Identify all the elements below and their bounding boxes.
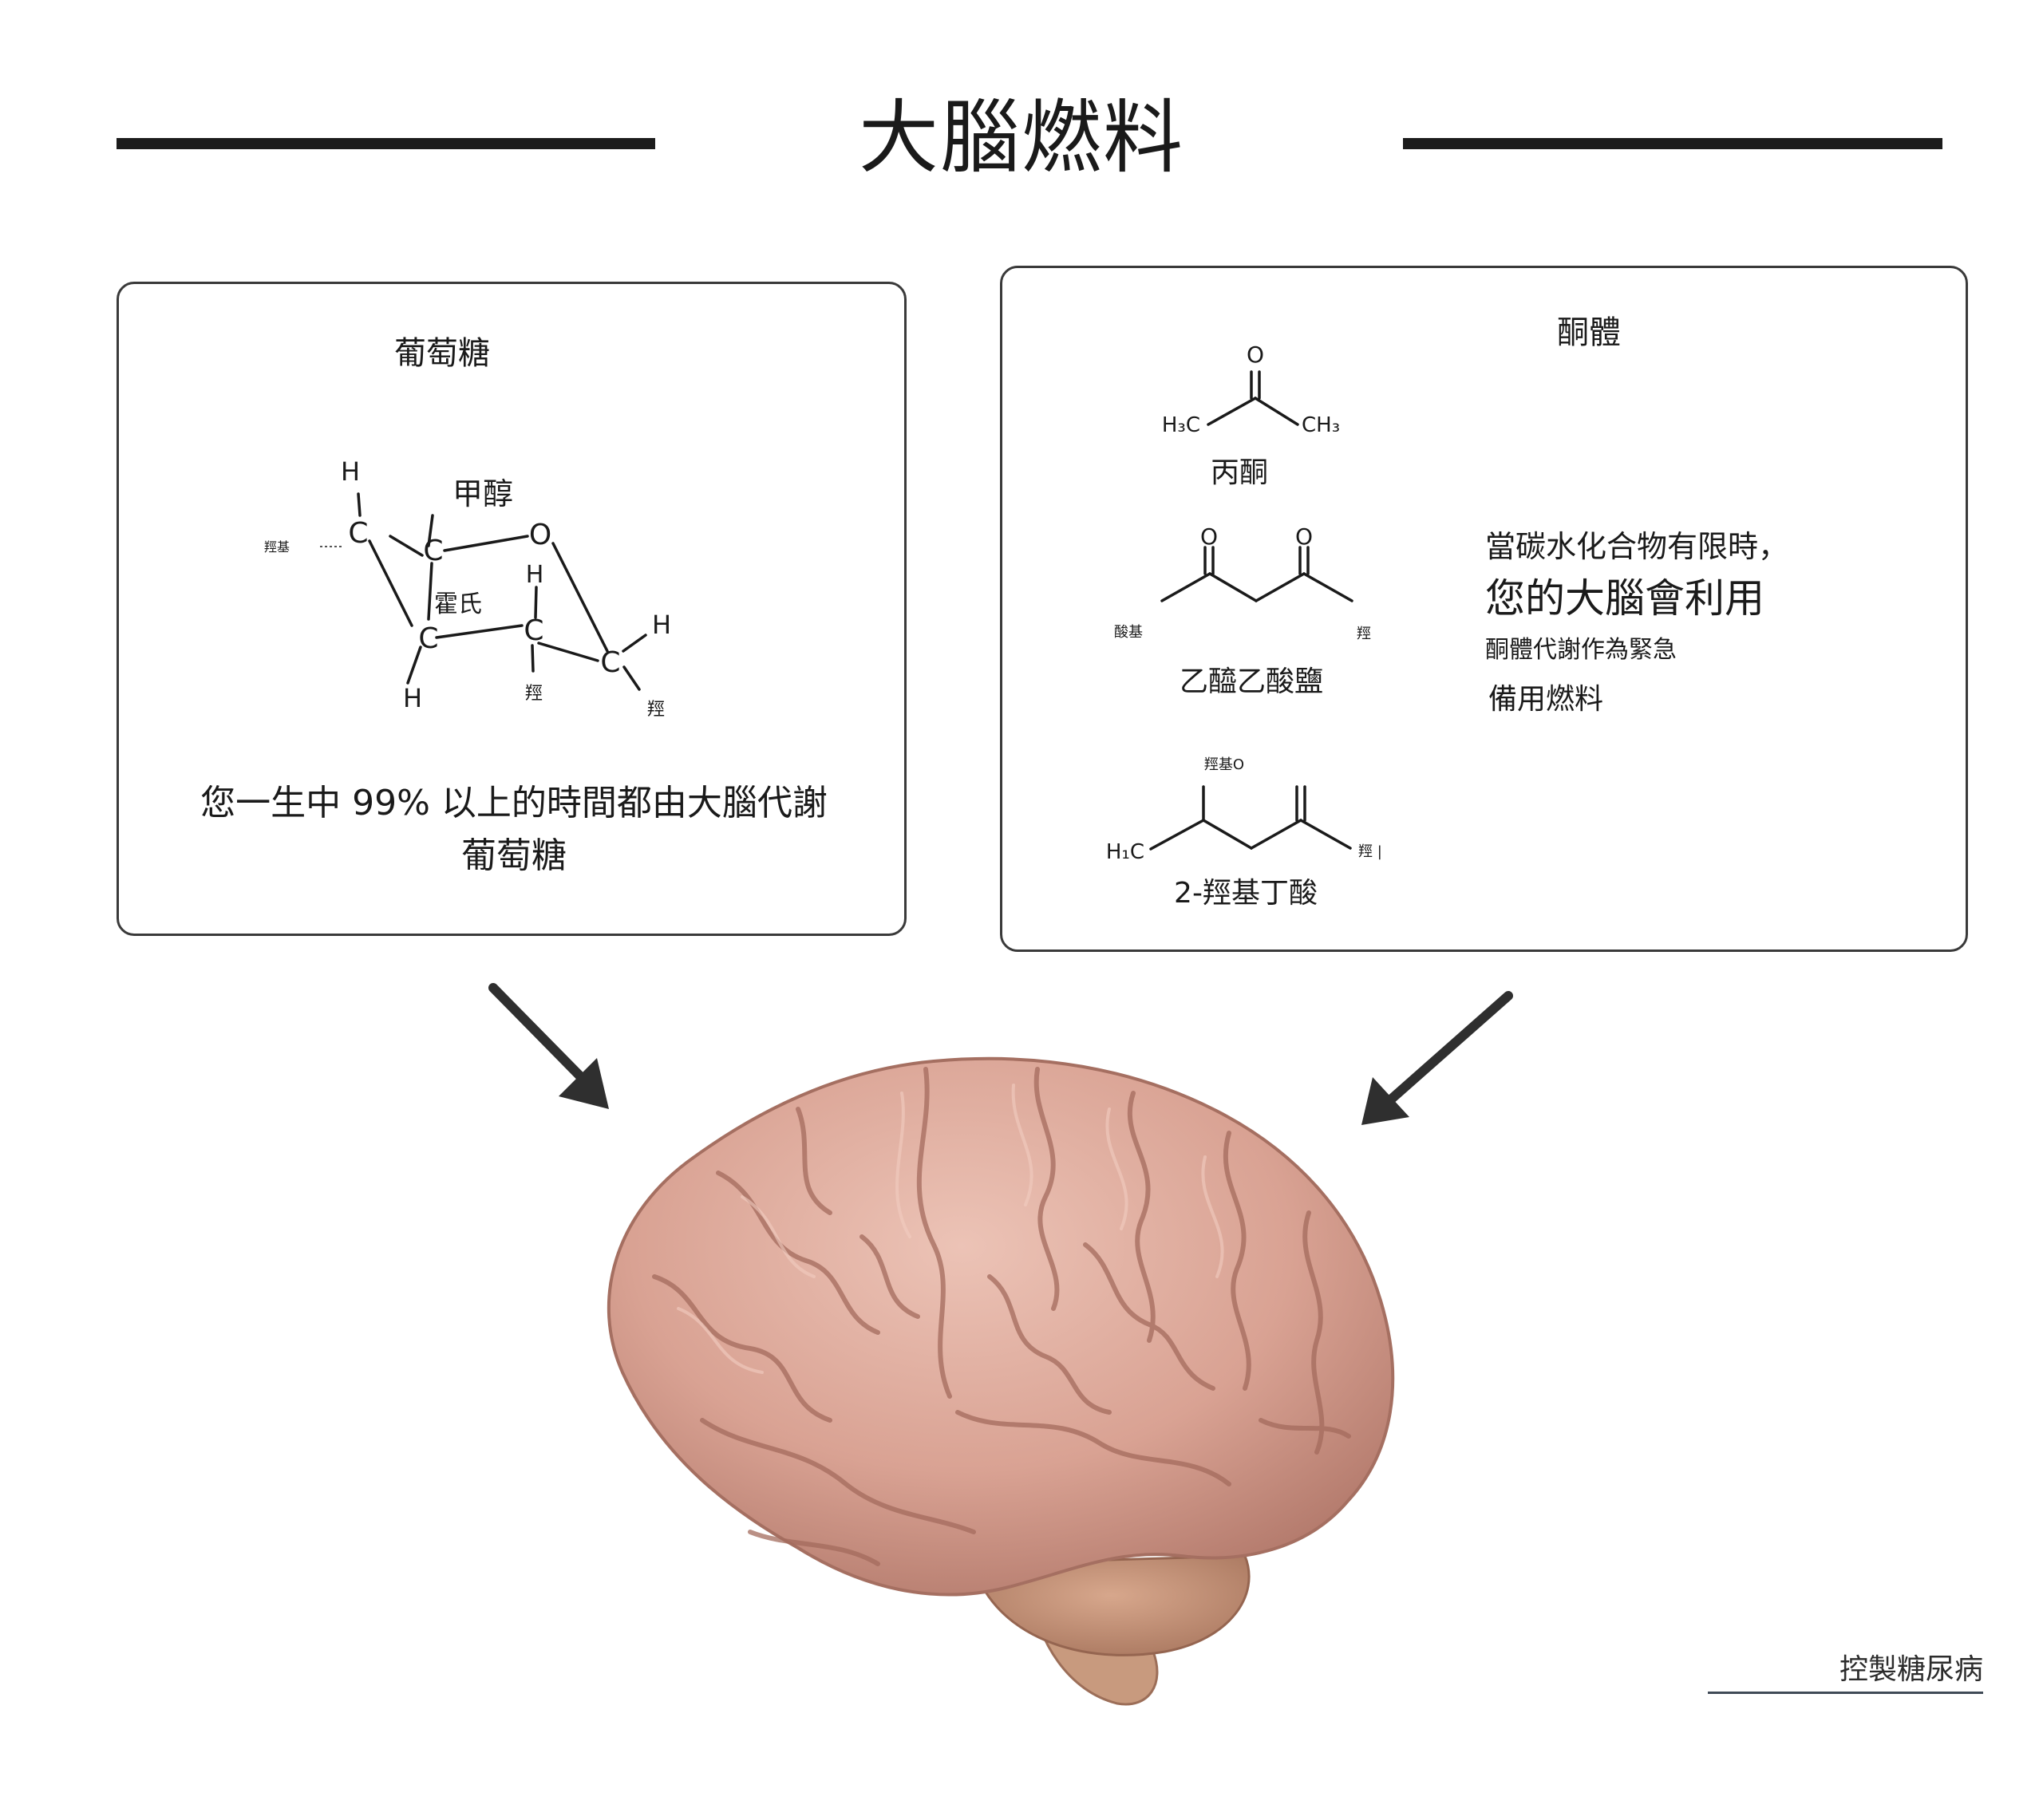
brain-image xyxy=(607,1056,1395,1706)
glucose-label: 羥 xyxy=(647,700,665,720)
ketone-note-line4: 備用燃料 xyxy=(1488,683,1604,716)
glucose-note-line2: 葡萄糖 xyxy=(461,835,567,876)
bond xyxy=(537,642,599,662)
cerebrum xyxy=(607,1056,1395,1597)
glucose-label: H xyxy=(341,456,360,487)
ketone-label: O xyxy=(1247,341,1264,368)
bond xyxy=(622,634,647,653)
ketone-panel: 酮體 O H₃C CH₃ xyxy=(1000,266,1968,952)
cerebellum xyxy=(972,1554,1251,1656)
bond xyxy=(1160,572,1211,602)
arrow-down-right-icon xyxy=(488,983,609,1109)
bhb-name: 2-羥基丁酸 xyxy=(1174,877,1318,910)
bond xyxy=(368,539,413,627)
brain-folds xyxy=(652,1067,1351,1566)
bond xyxy=(1302,572,1353,602)
ketone-label: CH₃ xyxy=(1302,413,1340,437)
bond xyxy=(357,492,362,517)
glucose-label: H xyxy=(403,683,422,713)
ketone-note-line3: 酮體代謝作為緊急 xyxy=(1485,636,1677,664)
glucose-label: C xyxy=(418,622,438,655)
ketone-label: 羥基O xyxy=(1204,756,1244,773)
title-rule-right xyxy=(1403,138,1942,149)
bond xyxy=(1202,819,1253,850)
bond xyxy=(534,586,538,619)
ketone-label: H₃C xyxy=(1162,413,1200,437)
bond xyxy=(1207,397,1257,426)
bond xyxy=(622,665,641,691)
glucose-label: C xyxy=(348,517,368,550)
glucose-panel: 葡萄糖 H 甲醇 O C C C C C H H H 霍氏 羥基 xyxy=(117,282,907,936)
bond xyxy=(427,514,434,547)
ketone-note-line2: 您的大腦會利用 xyxy=(1485,575,1764,622)
bond xyxy=(1255,572,1306,602)
glucose-structure: H 甲醇 O C C C C C H H H 霍氏 羥基 羥 羥 xyxy=(264,456,671,720)
bond xyxy=(531,644,535,673)
ketone-panel-title: 酮體 xyxy=(1557,314,1621,351)
glucose-label: C xyxy=(423,535,443,567)
ketone-label: 羥 xyxy=(1357,626,1371,642)
ketone-note-line1: 當碳水化合物有限時， xyxy=(1485,529,1789,564)
ketone-label: O xyxy=(1200,523,1218,550)
glucose-note-line1: 您一生中 99% 以上的時間都由大腦代謝 xyxy=(200,783,828,823)
glucose-label: C xyxy=(600,646,620,679)
ketone-bonds xyxy=(1149,370,1353,851)
glucose-panel-title: 葡萄糖 xyxy=(394,335,490,372)
ketone-note: 當碳水化合物有限時， 您的大腦會利用 酮體代謝作為緊急 備用燃料 xyxy=(1485,523,1932,726)
page-title: 大腦燃料 xyxy=(859,91,1184,184)
bond xyxy=(406,645,422,685)
bond xyxy=(1299,819,1352,850)
brain-highlights xyxy=(677,1084,1224,1374)
bond xyxy=(1149,819,1205,851)
bond xyxy=(389,535,424,557)
glucose-label: 羥 xyxy=(525,684,543,704)
glucose-label: 霍氏 xyxy=(434,590,482,618)
glucose-label: C xyxy=(524,614,543,647)
ketone-structures: O H₃C CH₃ 丙酮 O O 酸基 羥 乙醯乙酸鹽 羥基O H₁C 羥 | … xyxy=(1106,341,1382,910)
bond xyxy=(443,535,529,552)
glucose-note: 您一生中 99% 以上的時間都由大腦代謝 葡萄糖 xyxy=(135,777,893,882)
ketone-label: O xyxy=(1295,523,1313,550)
footer-line xyxy=(1708,1692,1983,1694)
bond xyxy=(435,624,524,639)
glucose-label: O xyxy=(529,519,551,551)
bond xyxy=(427,562,433,621)
bond xyxy=(1254,397,1299,426)
glucose-label: 甲醇 xyxy=(452,476,513,511)
acetone-name: 丙酮 xyxy=(1211,456,1268,489)
glucose-label: 羥基 xyxy=(264,539,290,555)
title-rule-left xyxy=(117,138,655,149)
glucose-bonds xyxy=(357,492,647,691)
ketone-label: 酸基 xyxy=(1114,624,1143,641)
ketone-label: H₁C xyxy=(1106,840,1144,864)
bond xyxy=(1208,572,1258,602)
bond xyxy=(551,542,609,653)
glucose-label: H xyxy=(526,561,544,589)
bond xyxy=(1250,819,1302,850)
arrow-down-left-icon xyxy=(1361,991,1513,1125)
ketone-label: 羥 | xyxy=(1358,843,1382,860)
acetoacetate-name: 乙醯乙酸鹽 xyxy=(1180,665,1323,698)
glucose-label: H xyxy=(652,610,671,640)
footer-mark: 控製糖尿病 xyxy=(1839,1653,1983,1686)
